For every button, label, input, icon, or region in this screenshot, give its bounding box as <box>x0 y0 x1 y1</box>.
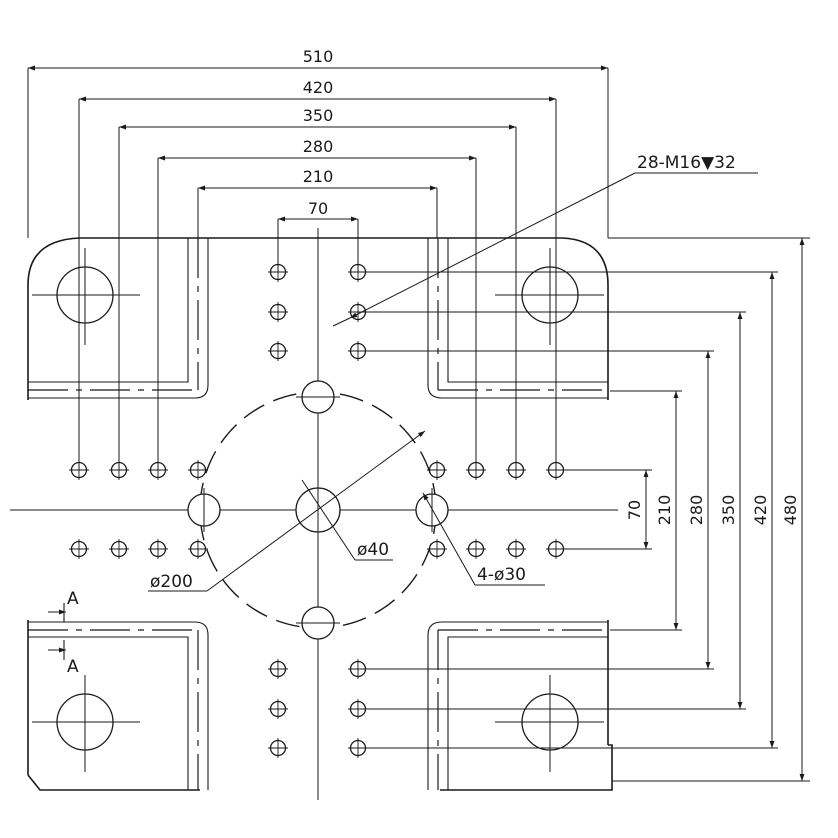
tapped-hole-m16 <box>69 539 89 559</box>
platen-outline <box>27 237 613 791</box>
dim-v280-label: 280 <box>687 495 706 526</box>
locating-hole-30 <box>296 380 340 414</box>
tie-bar-hole <box>32 248 140 345</box>
t-slot-bottom-left <box>28 621 209 790</box>
section-label-top: A <box>67 589 79 609</box>
locating-circle-callout: ø200 <box>150 572 193 592</box>
t-slot-top-left <box>28 238 209 399</box>
section-mark <box>48 603 66 660</box>
dim-v210-label: 210 <box>655 495 674 526</box>
locating-hole-30 <box>415 488 449 532</box>
tie-bar-hole <box>495 675 604 772</box>
tapped-hole-m16 <box>506 539 526 559</box>
tapped-hole-leader <box>332 172 758 327</box>
horizontal-dimensions <box>27 65 609 470</box>
tapped-hole-m16 <box>148 539 168 559</box>
tie-bar-hole <box>32 675 140 772</box>
tapped-hole-m16 <box>268 659 288 679</box>
dim-210-label: 210 <box>303 167 334 186</box>
t-slot-top-right <box>427 238 608 399</box>
dim-280-label: 280 <box>303 137 334 156</box>
tie-bar-hole <box>495 248 604 345</box>
locating-hole-30 <box>187 488 221 532</box>
dim-v480-label: 480 <box>781 495 800 526</box>
tapped-hole-m16 <box>268 699 288 719</box>
locating-circle-leader <box>148 430 426 592</box>
dim-420-label: 420 <box>303 78 334 97</box>
dim-v70-label: 70 <box>625 500 644 520</box>
dim-v420-label: 420 <box>751 495 770 526</box>
tapped-hole-m16 <box>109 539 129 559</box>
tapped-hole-m16 <box>268 738 288 758</box>
locating-hole-30 <box>296 606 340 640</box>
dim-v350-label: 350 <box>719 495 738 526</box>
section-label-bottom: A <box>67 657 79 677</box>
tapped-hole-m16 <box>427 460 447 480</box>
tapped-hole-m16 <box>188 539 208 559</box>
tapped-hole-callout: 28-M16▼32 <box>637 153 736 173</box>
center-bore-callout: ø40 <box>357 540 389 560</box>
tapped-hole-m16 <box>466 539 486 559</box>
dim-350-label: 350 <box>303 106 334 125</box>
t-slot-bottom-right <box>427 621 608 790</box>
vertical-dimensions <box>358 237 810 782</box>
slot-centerlines <box>28 238 608 790</box>
locating-holes-leader <box>422 492 545 586</box>
tapped-hole-m16 <box>268 302 288 322</box>
dim-70-label: 70 <box>308 199 328 218</box>
tapped-hole-m16 <box>188 460 208 480</box>
locating-holes-callout: 4-ø30 <box>477 565 526 585</box>
tapped-hole-m16 <box>427 539 447 559</box>
center-bore-leader <box>301 479 393 561</box>
dim-510-label: 510 <box>303 47 334 66</box>
tapped-hole-m16 <box>268 341 288 361</box>
